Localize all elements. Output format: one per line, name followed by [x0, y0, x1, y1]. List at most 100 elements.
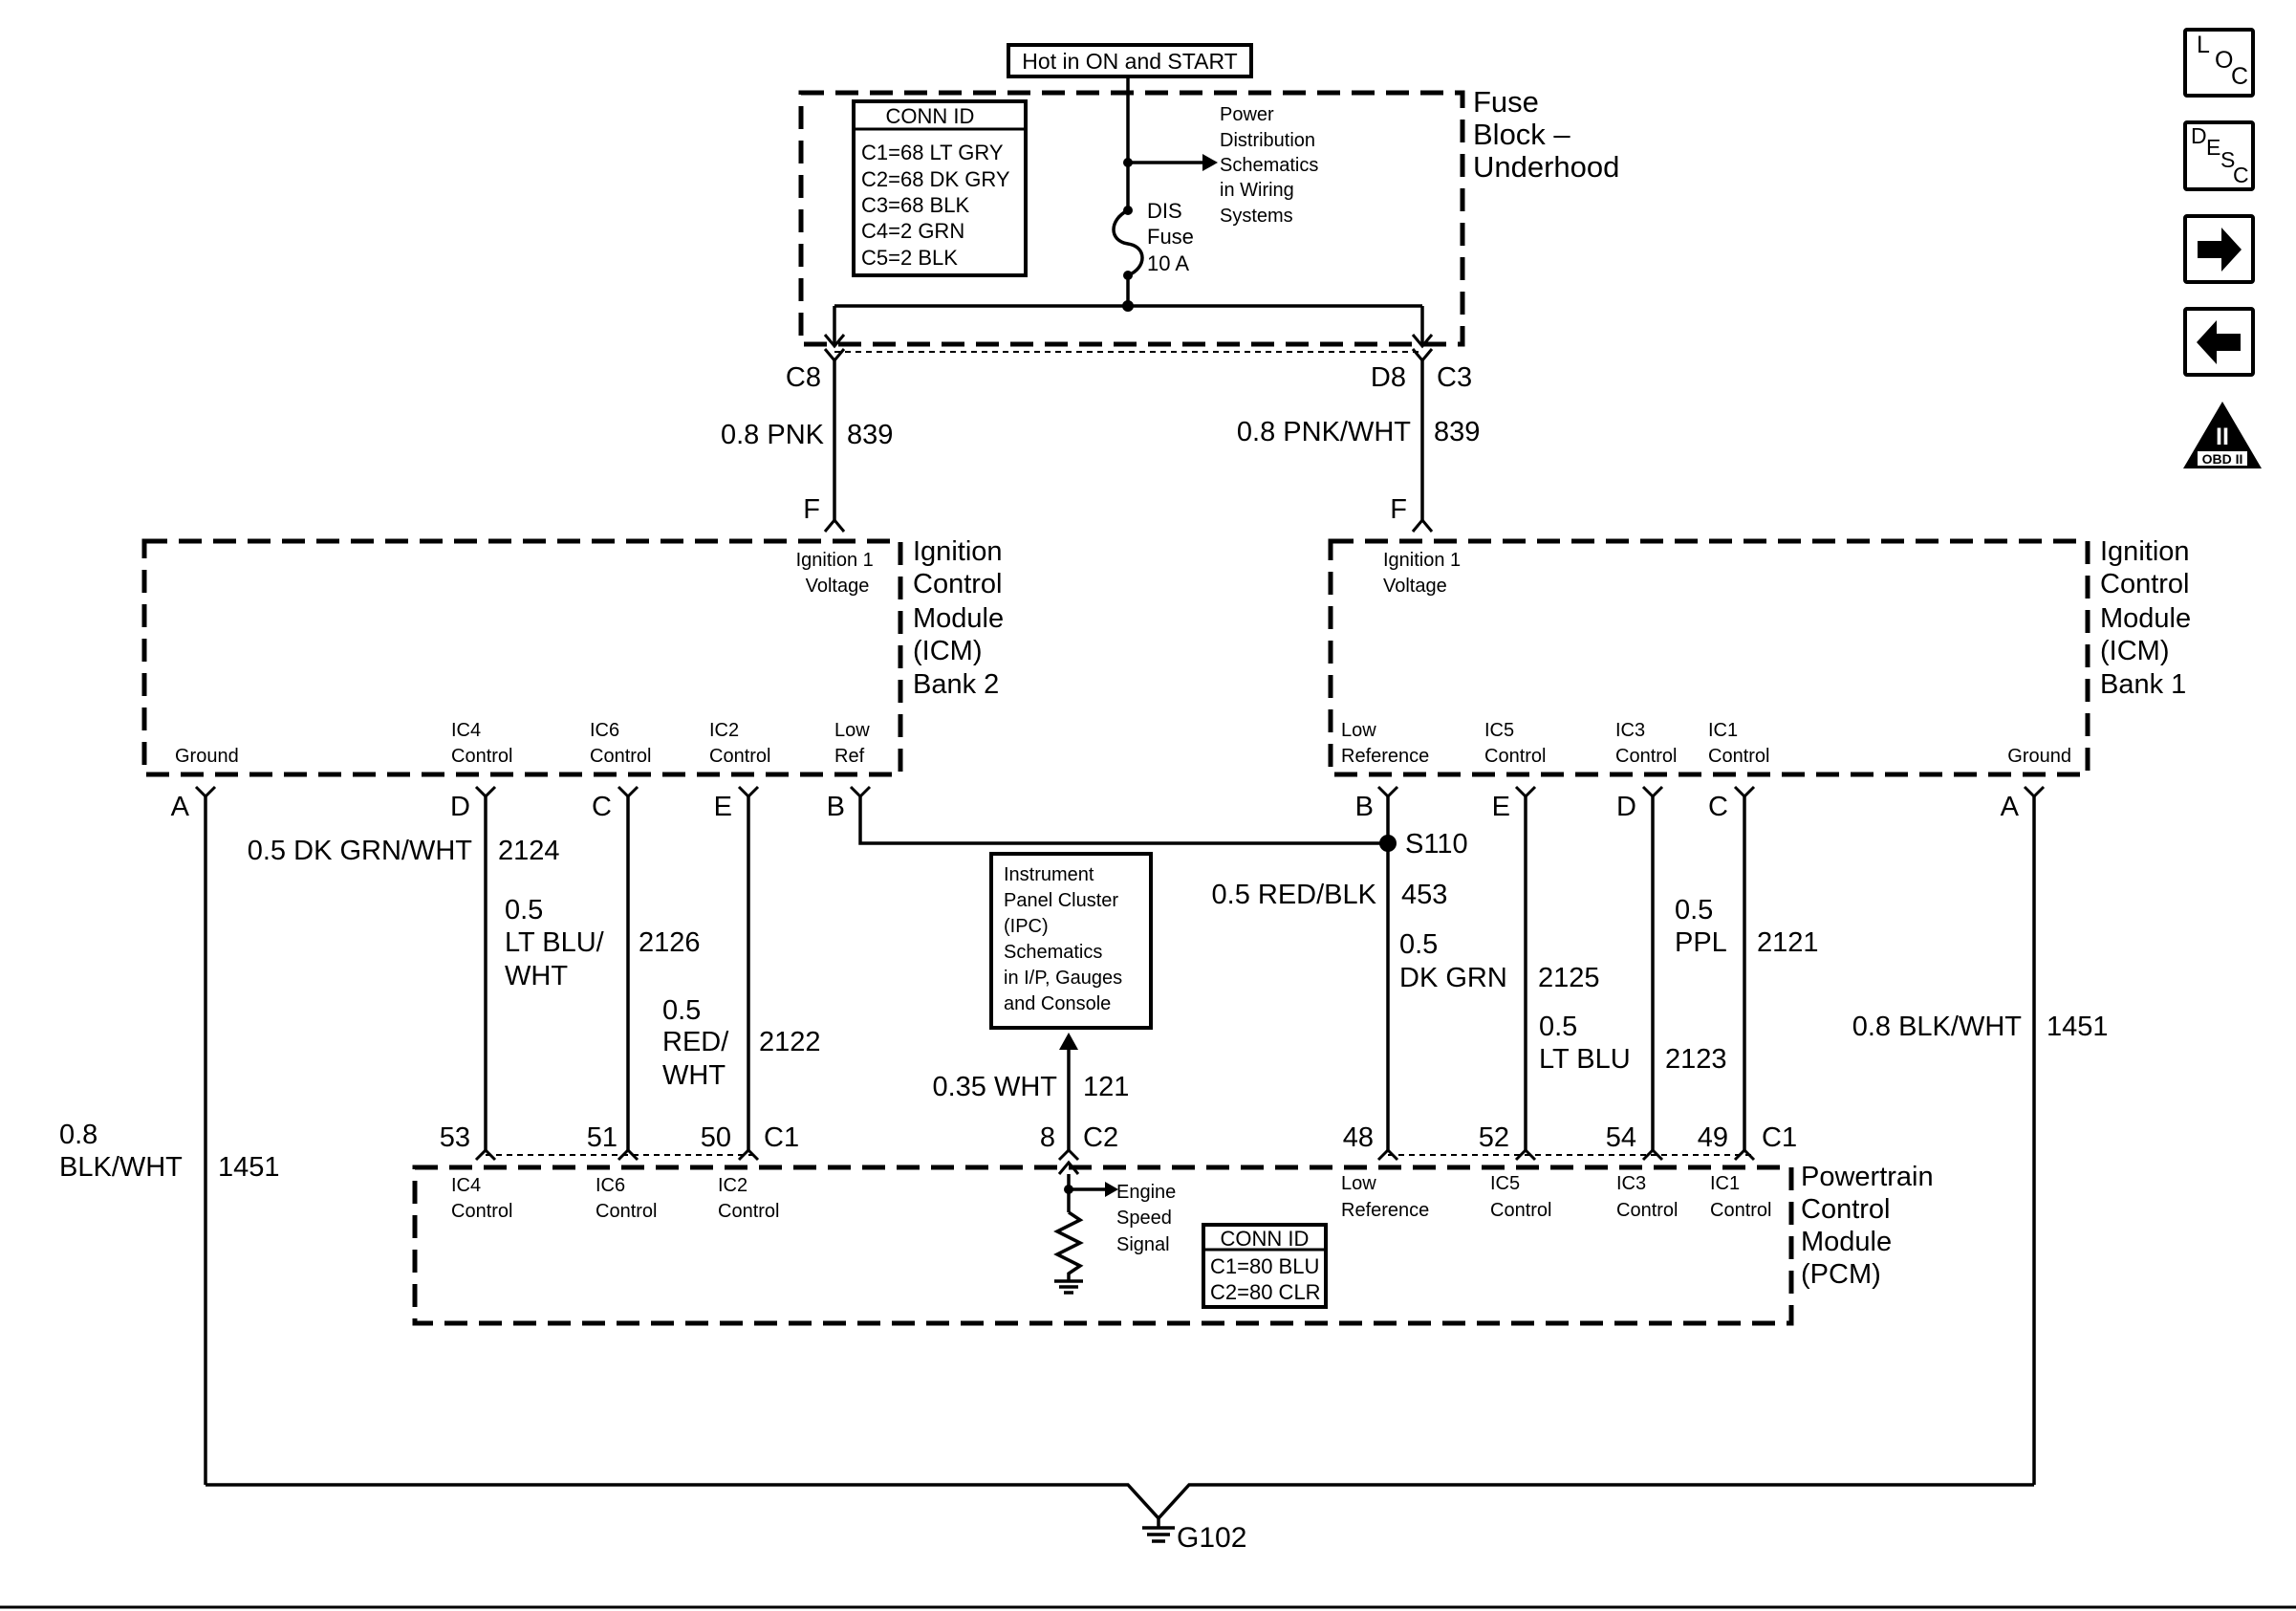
svg-text:54: 54 — [1606, 1122, 1636, 1153]
wire-453-color: 0.5 RED/BLK — [1212, 880, 1377, 910]
icm-bank-1-title: Ignition Control Module (ICM) Bank 1 — [2100, 536, 2199, 700]
icm-bank-2-title: Ignition Control Module (ICM) Bank 2 — [913, 536, 1011, 700]
wire-2125-color: 0.5 DK GRN — [1399, 929, 1507, 993]
icm1-pin-f: F — [1390, 494, 1407, 525]
svg-text:CONN ID: CONN ID — [1221, 1227, 1310, 1251]
wire-453-circuit: 453 — [1401, 880, 1447, 910]
svg-text:2122: 2122 — [759, 1027, 821, 1057]
svg-text:C1=80 BLU: C1=80 BLU — [1210, 1254, 1319, 1278]
ground-g102: G102 — [206, 1483, 2034, 1554]
wire-2122-label: 0.5 RED/ WHT — [662, 995, 736, 1091]
wire-121-color: 0.35 WHT — [932, 1072, 1057, 1102]
svg-text:C: C — [2231, 63, 2248, 90]
wire-1451-right-circuit: 1451 — [2047, 1012, 2109, 1042]
splice-s110-dot — [1379, 835, 1397, 852]
svg-text:49: 49 — [1698, 1122, 1728, 1153]
icm1-ground-label: Ground — [2007, 746, 2071, 767]
icm-bank-1: Ignition 1 Voltage Ignition Control Modu… — [1328, 536, 2199, 822]
svg-text:53: 53 — [440, 1122, 470, 1153]
wire-1451-left-color: 0.8 BLK/WHT — [59, 1120, 183, 1183]
svg-text:E: E — [2206, 135, 2220, 160]
wire-839-left-color: 0.8 PNK — [721, 420, 825, 450]
fuse-block-title: Fuse Block – Underhood — [1473, 85, 1619, 184]
icm-bank-2-outline — [141, 538, 903, 777]
svg-text:50: 50 — [701, 1122, 731, 1153]
wire-2121-color: 0.5 PPL — [1675, 895, 1727, 958]
pcm-title: Powertrain Control Module (PCM) — [1801, 1162, 1941, 1290]
icm-bank-1-outline — [1328, 538, 2090, 777]
svg-text:L: L — [2197, 32, 2210, 58]
engine-speed-signal-label: Engine Speed Signal — [1116, 1182, 1181, 1255]
dis-fuse-label: DIS Fuse 10 A — [1147, 199, 1200, 275]
svg-text:C2: C2 — [1083, 1122, 1118, 1153]
fuse-symbol-icon — [1112, 208, 1144, 277]
svg-text:C2=80 CLR: C2=80 CLR — [1210, 1280, 1321, 1304]
svg-text:C3=68 BLK: C3=68 BLK — [861, 193, 969, 217]
svg-text:C2=68 DK GRY: C2=68 DK GRY — [861, 167, 1010, 191]
wire-839-left-circuit: 839 — [847, 420, 893, 450]
svg-text:0.5 DK GRN/WHT: 0.5 DK GRN/WHT — [248, 836, 473, 866]
pcm-module: 53 51 50 C1 8 C2 48 52 54 49 C1 Powertra… — [412, 1122, 1941, 1326]
wire-839-right-circuit: 839 — [1434, 417, 1480, 447]
power-distribution-ref: Power Distribution Schematics in Wiring … — [1220, 104, 1324, 227]
pcm-outline — [412, 1165, 1794, 1326]
svg-text:C1: C1 — [1762, 1122, 1797, 1153]
signal-wires: S110 0.5 DK GRN/WHT 2124 0.5 LT BLU/ WHT… — [59, 796, 2109, 1485]
icm1-ign-voltage: Ignition 1 Voltage — [1383, 550, 1466, 597]
icm1-pin-a: A — [2001, 792, 2020, 822]
fuse-block-conn-id: CONN ID C1=68 LT GRY C2=68 DK GRY C3=68 … — [852, 99, 1028, 277]
svg-text:2121: 2121 — [1757, 927, 1819, 958]
svg-text:C1=68 LT GRY: C1=68 LT GRY — [861, 141, 1004, 164]
icm2-pin-c: C — [592, 792, 612, 822]
wire-2123-color: 0.5 LT BLU — [1539, 1012, 1631, 1075]
pcm-conn-id: CONN ID C1=80 BLU C2=80 CLR — [1202, 1223, 1328, 1309]
wire-2126-label: 0.5 LT BLU/ WHT — [505, 895, 612, 991]
hot-label: Hot in ON and START — [1022, 49, 1237, 74]
icm1-pin-b: B — [1355, 792, 1374, 822]
svg-text:D: D — [2191, 123, 2207, 148]
icm2-pin-a: A — [171, 792, 190, 822]
hot-label-box — [1007, 43, 1253, 78]
desc-button[interactable]: D E S C — [2183, 120, 2255, 191]
wire-839-right-color: 0.8 PNK/WHT — [1237, 417, 1411, 447]
svg-text:C1: C1 — [764, 1122, 799, 1153]
wire-1451-left-circuit: 1451 — [218, 1152, 280, 1183]
svg-text:2123: 2123 — [1665, 1044, 1727, 1075]
icm1-pin-e: E — [1492, 792, 1510, 822]
icm2-ign-voltage: Ignition 1 Voltage — [796, 550, 879, 597]
fuse-block-underhood: Hot in ON and START Fuse Block – Underho… — [798, 43, 1619, 353]
ipc-reference-box: Instrument Panel Cluster (IPC) Schematic… — [989, 852, 1153, 1030]
svg-text:S: S — [2220, 147, 2235, 172]
fuse-block-outline — [798, 90, 1465, 347]
loc-button[interactable]: L O C — [2183, 28, 2255, 98]
next-button[interactable] — [2183, 214, 2255, 284]
svg-text:O: O — [2215, 47, 2233, 74]
ground-label: G102 — [1177, 1522, 1246, 1554]
svg-text:2126: 2126 — [639, 927, 701, 958]
arrow-right-icon — [2198, 228, 2242, 272]
arrow-left-icon — [2197, 320, 2241, 364]
icm2-pin-d: D — [450, 792, 470, 822]
obd-ii-button[interactable]: II OBD II — [2183, 402, 2262, 468]
icm1-pin-d: D — [1616, 792, 1636, 822]
svg-text:II: II — [2216, 424, 2229, 450]
svg-text:2124: 2124 — [498, 836, 560, 866]
splice-s110-label: S110 — [1405, 829, 1468, 860]
prev-button[interactable] — [2183, 307, 2255, 377]
pin-c8: C8 — [786, 362, 821, 393]
svg-text:C5=2 BLK: C5=2 BLK — [861, 246, 958, 270]
wire-1451-right-color: 0.8 BLK/WHT — [1852, 1012, 2023, 1042]
icm2-pin-f: F — [803, 494, 820, 525]
